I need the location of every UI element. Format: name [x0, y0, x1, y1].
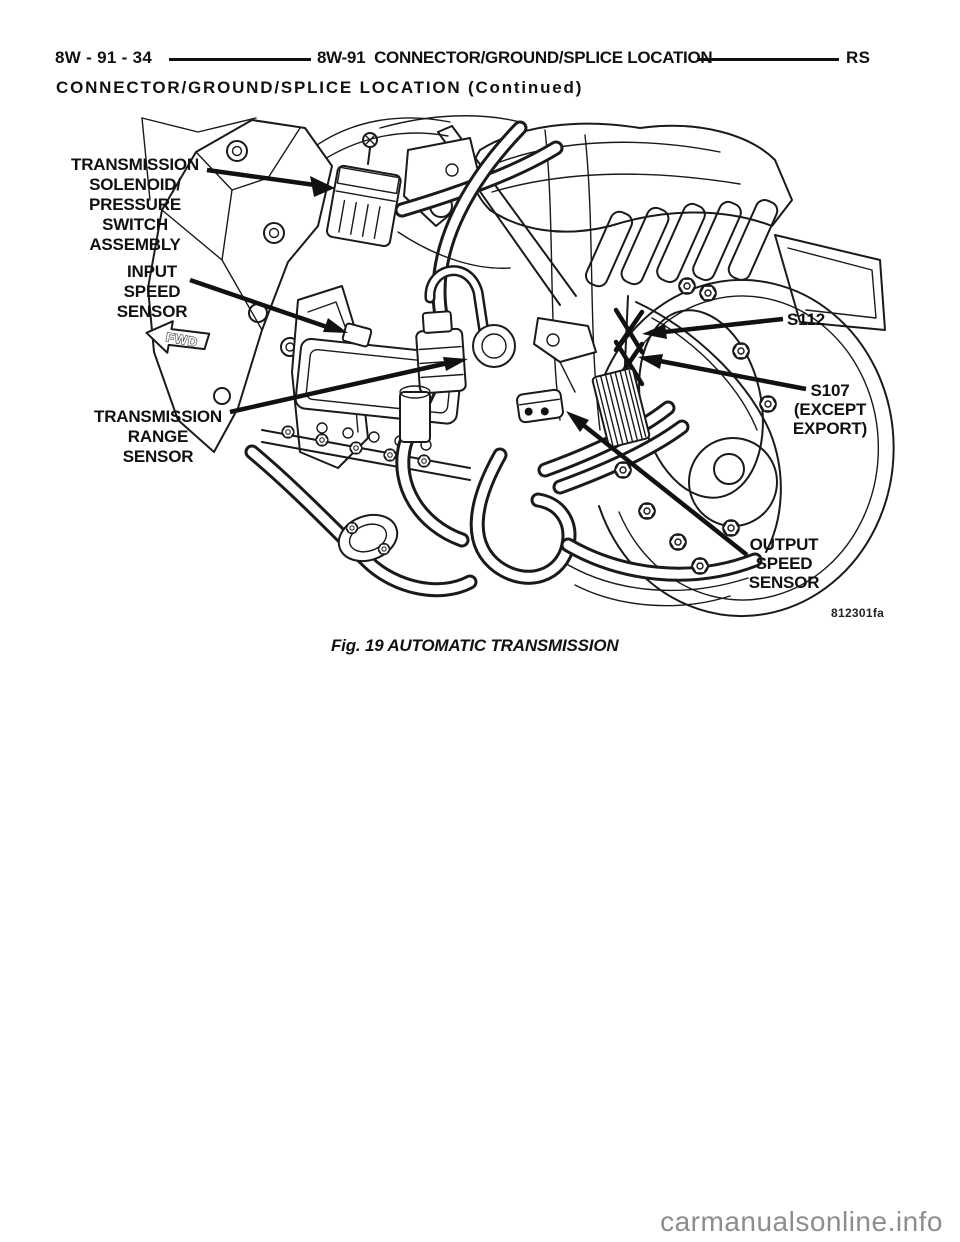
callout-s107-except-export: S107 (EXCEPT EXPORT)	[792, 381, 868, 438]
callout-transmission-range-sensor: TRANSMISSION RANGE SENSOR	[94, 407, 222, 466]
watermark: carmanualsonline.info	[660, 1206, 943, 1237]
page-title: 8W-91 CONNECTOR/GROUND/SPLICE LOCATION	[317, 48, 713, 67]
section-subtitle: CONNECTOR/GROUND/SPLICE LOCATION (Contin…	[56, 78, 584, 97]
callout-input-speed-sensor: INPUT SPEED SENSOR	[116, 262, 188, 321]
fwd-arrow-icon: FWD	[145, 320, 211, 354]
callout-output-speed-sensor: OUTPUT SPEED SENSOR	[748, 535, 820, 592]
callout-s112: S112	[787, 310, 825, 329]
figure-id: 812301fa	[831, 606, 885, 620]
header-rule-left	[169, 58, 311, 61]
callout-arrows	[189, 167, 807, 557]
fwd-label: FWD	[165, 329, 200, 349]
header-rule-right	[697, 58, 839, 61]
page-number-code: 8W - 91 - 34	[55, 48, 153, 67]
callout-transmission-solenoid: TRANSMISSION SOLENOID/ PRESSURE SWITCH A…	[71, 155, 199, 254]
figure-caption: Fig. 19 AUTOMATIC TRANSMISSION	[331, 636, 619, 655]
platform-code: RS	[846, 48, 871, 67]
transmission-line-art: FWD	[141, 115, 895, 617]
